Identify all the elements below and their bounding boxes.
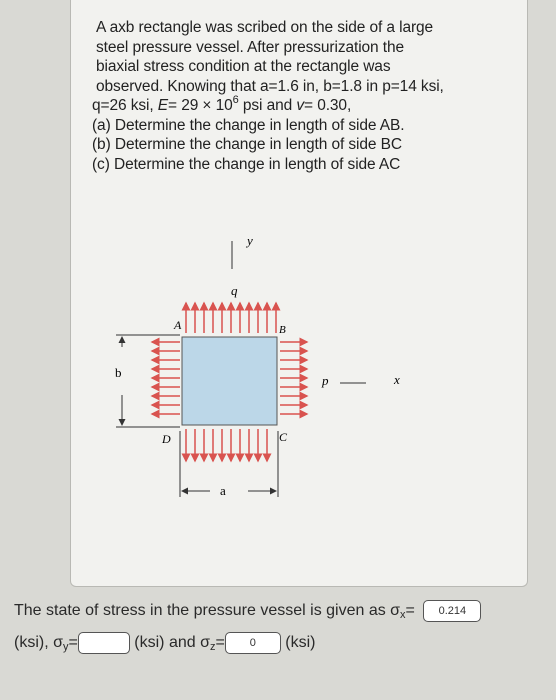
stress-rectangle (181, 336, 278, 426)
problem-statement: A axb rectangle was scribed on the side … (92, 18, 506, 174)
b-label: b (115, 365, 122, 380)
vertex-A: A (173, 318, 182, 332)
problem-line: steel pressure vessel. After pressurizat… (96, 38, 405, 56)
q-label: q (231, 283, 238, 298)
sigma-x-input[interactable]: 0.214 (423, 599, 482, 622)
part-c: (c) Determine the change in length of si… (92, 155, 401, 173)
right-stress-arrows (280, 337, 309, 419)
y-axis-label: y (245, 233, 253, 248)
stress-diagram: y q A B C D (115, 233, 400, 498)
p-label: p (321, 373, 329, 388)
problem-line: A axb rectangle was scribed on the side … (96, 19, 434, 36)
top-stress-arrows (181, 301, 281, 333)
part-b: (b) Determine the change in length of si… (92, 136, 402, 153)
vertex-C: C (279, 430, 288, 444)
answer-line-2: (ksi), σy= (ksi) and σz=0 (ksi) (14, 629, 544, 661)
problem-card (70, 0, 528, 587)
a-label: a (220, 483, 226, 498)
answer-section: The state of stress in the pressure vess… (14, 597, 544, 661)
a-dimension (179, 431, 279, 497)
bottom-stress-arrows (181, 429, 272, 463)
answer-line-1: The state of stress in the pressure vess… (14, 597, 544, 629)
problem-line: biaxial stress condition at the rectangl… (96, 58, 391, 75)
sigma-z-input[interactable]: 0 (224, 631, 281, 654)
vertex-B: B (279, 324, 286, 336)
vertex-D: D (161, 432, 171, 446)
left-stress-arrows (150, 337, 180, 419)
x-axis-label: x (393, 372, 400, 387)
sigma-y-input[interactable] (77, 631, 130, 654)
b-dimension (116, 334, 180, 428)
problem-line-constants: q=26 ksi, E= 29 × 106 psi and v= 0.30, (92, 94, 352, 115)
problem-line: observed. Knowing that a=1.6 in, b=1.8 i… (96, 77, 444, 95)
part-a: (a) Determine the change in length of si… (92, 116, 405, 134)
